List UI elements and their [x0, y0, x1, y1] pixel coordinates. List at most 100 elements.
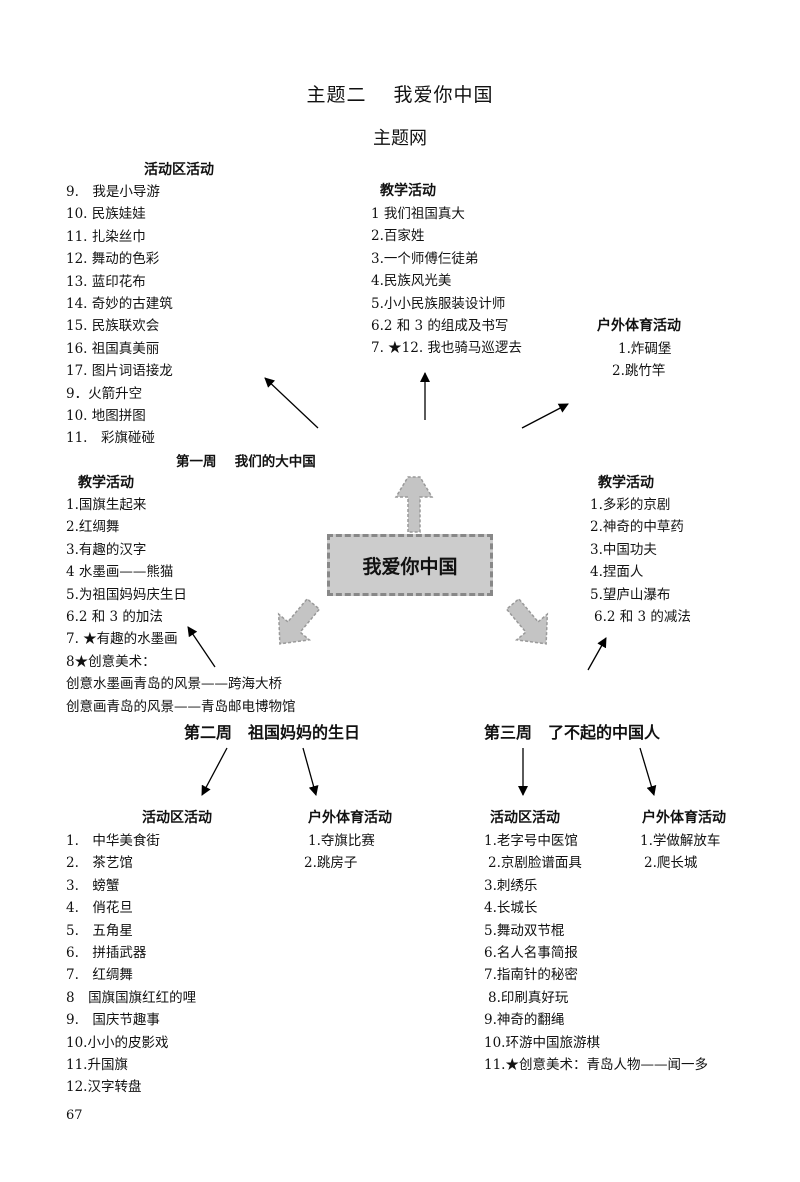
list-item: 4.长城长 [484, 900, 538, 917]
list-item: 6. 拼插武器 [66, 945, 147, 962]
week3-title: 第三周 了不起的中国人 [484, 723, 661, 742]
arrow-week3-outdoor [639, 747, 657, 796]
week2-outdoor-heading-wrap: 户外体育活动 [308, 808, 392, 828]
list-item: 8★创意美术： [66, 653, 156, 670]
list-item: 7.指南针的秘密 [484, 967, 578, 984]
list-item: 1.国旗生起来 [66, 497, 147, 513]
week1-teaching-list: 1.国旗生起来 2.红绸舞 3.有趣的汉字 4 水墨画——熊猫 5.为祖国妈妈庆… [66, 494, 296, 718]
right-teaching-list: 1.多彩的京剧 2.神奇的中草药 3.中国功夫 4.捏面人 5.望庐山瀑布 6.… [590, 494, 691, 628]
list-item: 11.升国旗 [66, 1057, 128, 1074]
list-item: 5.舞动双节棍 [484, 922, 565, 939]
right-teaching-heading: 教学活动 [598, 475, 654, 491]
list-item: 14. 奇妙的古建筑 [66, 296, 173, 313]
list-item: 1.夺旗比赛 [308, 833, 375, 849]
week1-title: 第一周 我们的大中国 [176, 454, 316, 470]
page-number: 67 [66, 1108, 83, 1123]
top-outdoor-heading: 户外体育活动 [597, 318, 681, 334]
list-item: 17. 图片词语接龙 [66, 363, 173, 380]
block-arrow-down-left [277, 597, 321, 645]
list-item: 9.神奇的翻绳 [484, 1012, 565, 1029]
list-item: 3.一个师傅仨徒弟 [371, 250, 479, 267]
top-outdoor-heading-wrap: 户外体育活动 [597, 316, 681, 336]
list-item: 1.老字号中医馆 [484, 833, 578, 849]
list-item: 9. 我是小导游 [66, 184, 160, 200]
right-teaching-heading-wrap: 教学活动 [598, 473, 654, 493]
week2-area-list: 1. 中华美食街 2. 茶艺馆 3. 螃蟹 4. 俏花旦 5. 五角星 6. 拼… [66, 830, 196, 1099]
list-item: 12.汉字转盘 [66, 1079, 142, 1096]
list-item: 5.望庐山瀑布 [590, 586, 671, 603]
list-item: 6.2 和 3 的组成及书写 [371, 318, 509, 335]
list-item: 8.印刷真好玩 [488, 989, 569, 1006]
top-outdoor-list: 1.炸碉堡 2.跳竹竿 [612, 338, 672, 383]
block-arrow-down-right [505, 597, 549, 645]
list-item: 1. 中华美食街 [66, 833, 160, 849]
week1-teaching-heading: 教学活动 [78, 475, 134, 491]
list-item: 2.跳竹竿 [612, 363, 666, 380]
arrow-to-right-teaching [587, 637, 607, 671]
list-item: 6.2 和 3 的减法 [594, 609, 691, 626]
list-item: 11. 彩旗碰碰 [66, 430, 155, 447]
top-area-activities-heading: 活动区活动 [144, 162, 214, 178]
list-item: 1.炸碉堡 [618, 341, 672, 357]
list-item: 2.爬长城 [644, 855, 698, 872]
list-item: 4.民族风光美 [371, 273, 452, 290]
block-arrow-up [394, 476, 434, 533]
list-item: 6.名人名事简报 [484, 945, 578, 962]
list-item: 11.★创意美术：青岛人物——闻一多 [484, 1057, 708, 1074]
week3-outdoor-list: 1.学做解放车 2.爬长城 [640, 830, 720, 875]
arrow-week2-area [201, 747, 228, 796]
list-item: 13. 蓝印花布 [66, 273, 146, 290]
top-teaching-list: 1 我们祖国真大 2.百家姓 3.一个师傅仨徒弟 4.民族风光美 5.小小民族服… [371, 203, 522, 360]
week3-area-list: 1.老字号中医馆 2.京剧脸谱面具 3.刺绣乐 4.长城长 5.舞动双节棍 6.… [484, 830, 708, 1076]
list-item: 3.中国功夫 [590, 541, 657, 558]
list-item: 10. 地图拼图 [66, 408, 146, 425]
list-item: 1 我们祖国真大 [371, 206, 465, 222]
week2-title: 第二周 祖国妈妈的生日 [184, 723, 361, 742]
week2-outdoor-list: 1.夺旗比赛 2.跳房子 [304, 830, 375, 875]
list-item: 1.学做解放车 [640, 833, 721, 849]
week3-outdoor-heading-wrap: 户外体育活动 [642, 808, 726, 828]
list-item: 6.2 和 3 的加法 [66, 609, 163, 626]
list-item: 3.有趣的汉字 [66, 541, 147, 558]
list-item: 创意水墨画青岛的风景——跨海大桥 [66, 676, 282, 693]
list-item: 4. 俏花旦 [66, 900, 133, 917]
list-item: 10.环游中国旅游棋 [484, 1034, 600, 1051]
arrow-to-area-activities [264, 377, 319, 429]
arrow-to-outdoor [521, 403, 569, 429]
list-item: 12. 舞动的色彩 [66, 251, 160, 268]
list-item: 7. 红绸舞 [66, 967, 133, 984]
week3-area-heading: 活动区活动 [490, 810, 560, 826]
list-item: 10.小小的皮影戏 [66, 1034, 169, 1051]
list-item: 4 水墨画——熊猫 [66, 564, 174, 581]
page-title: 主题二 我爱你中国 [306, 84, 494, 106]
list-item: 11. 扎染丝巾 [66, 228, 146, 245]
arrow-week2-outdoor [302, 747, 319, 796]
list-item: 2.神奇的中草药 [590, 519, 684, 536]
list-item: 5.为祖国妈妈庆生日 [66, 586, 187, 603]
list-item: 9. 国庆节趣事 [66, 1012, 160, 1029]
list-item: 7. ★12. 我也骑马巡逻去 [371, 340, 522, 357]
list-item: 3.刺绣乐 [484, 877, 538, 894]
top-area-activities-heading-wrap: 活动区活动 [144, 160, 214, 180]
arrow-to-week1-teaching [187, 626, 216, 668]
top-area-activities-list: 9. 我是小导游 10. 民族娃娃 11. 扎染丝巾 12. 舞动的色彩 13.… [66, 181, 173, 450]
list-item: 5. 五角星 [66, 922, 133, 939]
list-item: 7. ★有趣的水墨画 [66, 631, 178, 648]
list-item: 9．火箭升空 [66, 385, 143, 402]
list-item: 5.小小民族服装设计师 [371, 295, 506, 312]
week3-outdoor-heading: 户外体育活动 [642, 810, 726, 826]
list-item: 2.百家姓 [371, 228, 425, 245]
list-item: 2.京剧脸谱面具 [488, 855, 582, 872]
list-item: 16. 祖国真美丽 [66, 340, 160, 357]
week2-outdoor-heading: 户外体育活动 [308, 810, 392, 826]
top-teaching-heading: 教学活动 [380, 183, 436, 199]
top-teaching-heading-wrap: 教学活动 [380, 181, 436, 201]
list-item: 1.多彩的京剧 [590, 497, 671, 513]
list-item: 10. 民族娃娃 [66, 206, 146, 223]
list-item: 3. 螃蟹 [66, 877, 120, 894]
week2-area-heading-wrap: 活动区活动 [142, 808, 212, 828]
list-item: 4.捏面人 [590, 564, 644, 581]
center-theme-box: 我爱你中国 [327, 534, 493, 596]
